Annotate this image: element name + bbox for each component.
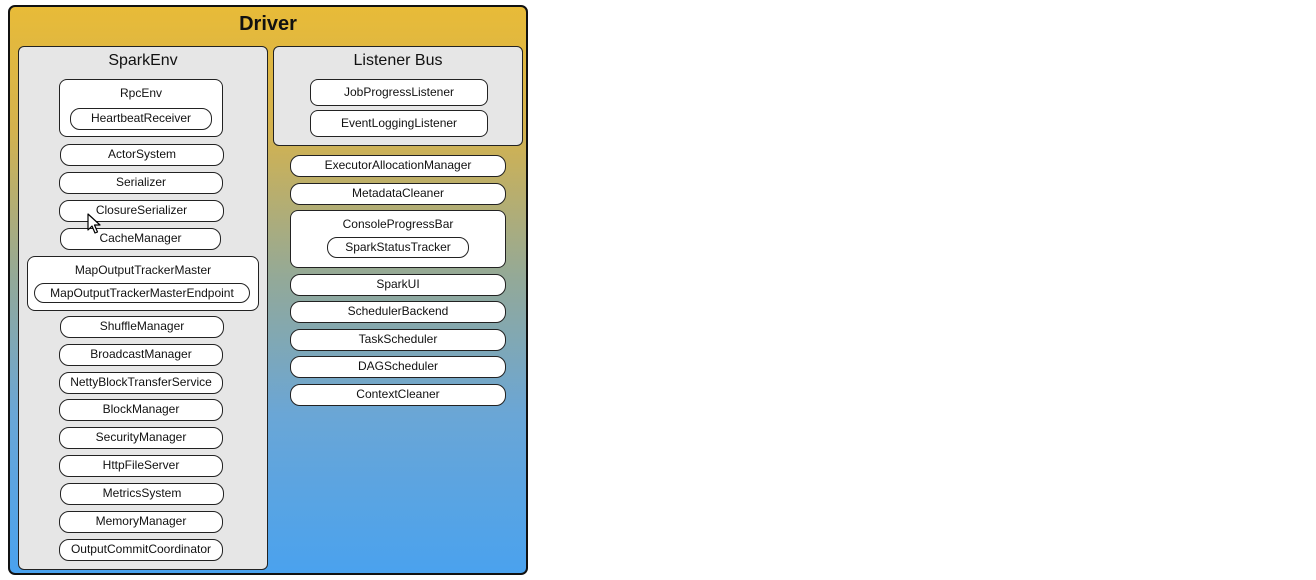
security-manager-box: SecurityManager [59, 427, 223, 449]
memory-manager-box: MemoryManager [59, 511, 223, 533]
listener-bus-title: Listener Bus [353, 52, 443, 69]
spark-ui-box: SparkUI [290, 274, 506, 296]
block-manager-box: BlockManager [59, 399, 223, 421]
console-progress-bar-group: ConsoleProgressBar SparkStatusTracker [290, 210, 506, 268]
driver-container: Driver SparkEnv RpcEnv HeartbeatReceiver… [8, 5, 528, 575]
job-progress-listener-box: JobProgressListener [310, 79, 488, 106]
map-output-tracker-title: MapOutputTrackerMaster [74, 263, 212, 277]
executor-allocation-manager-box: ExecutorAllocationManager [290, 155, 506, 177]
driver-title: Driver [239, 13, 297, 35]
netty-block-transfer-box: NettyBlockTransferService [59, 372, 223, 394]
mouse-cursor-icon [87, 213, 101, 234]
metadata-cleaner-box: MetadataCleaner [290, 183, 506, 205]
actor-system-box: ActorSystem [60, 144, 224, 166]
rpcenv-group: RpcEnv HeartbeatReceiver [59, 79, 223, 137]
sparkenv-panel: SparkEnv RpcEnv HeartbeatReceiver ActorS… [18, 46, 268, 570]
context-cleaner-box: ContextCleaner [290, 384, 506, 406]
broadcast-manager-box: BroadcastManager [59, 344, 223, 366]
sparkenv-title: SparkEnv [108, 52, 178, 69]
metrics-system-box: MetricsSystem [60, 483, 224, 505]
output-commit-coordinator-box: OutputCommitCoordinator [59, 539, 223, 561]
shuffle-manager-box: ShuffleManager [60, 316, 224, 338]
scheduler-backend-box: SchedulerBackend [290, 301, 506, 323]
rpcenv-title: RpcEnv [119, 86, 163, 100]
task-scheduler-box: TaskScheduler [290, 329, 506, 351]
map-output-endpoint-box: MapOutputTrackerMasterEndpoint [34, 283, 250, 303]
cache-manager-box: CacheManager [60, 228, 221, 250]
spark-status-tracker-box: SparkStatusTracker [327, 237, 469, 258]
heartbeat-receiver-box: HeartbeatReceiver [70, 108, 212, 130]
console-progress-bar-title: ConsoleProgressBar [342, 217, 454, 231]
map-output-tracker-group: MapOutputTrackerMaster MapOutputTrackerM… [27, 256, 259, 311]
listener-bus-panel: Listener Bus JobProgressListener EventLo… [273, 46, 523, 146]
dag-scheduler-box: DAGScheduler [290, 356, 506, 378]
serializer-box: Serializer [59, 172, 223, 194]
event-logging-listener-box: EventLoggingListener [310, 110, 488, 137]
http-file-server-box: HttpFileServer [59, 455, 223, 477]
closure-serializer-box: ClosureSerializer [59, 200, 224, 222]
